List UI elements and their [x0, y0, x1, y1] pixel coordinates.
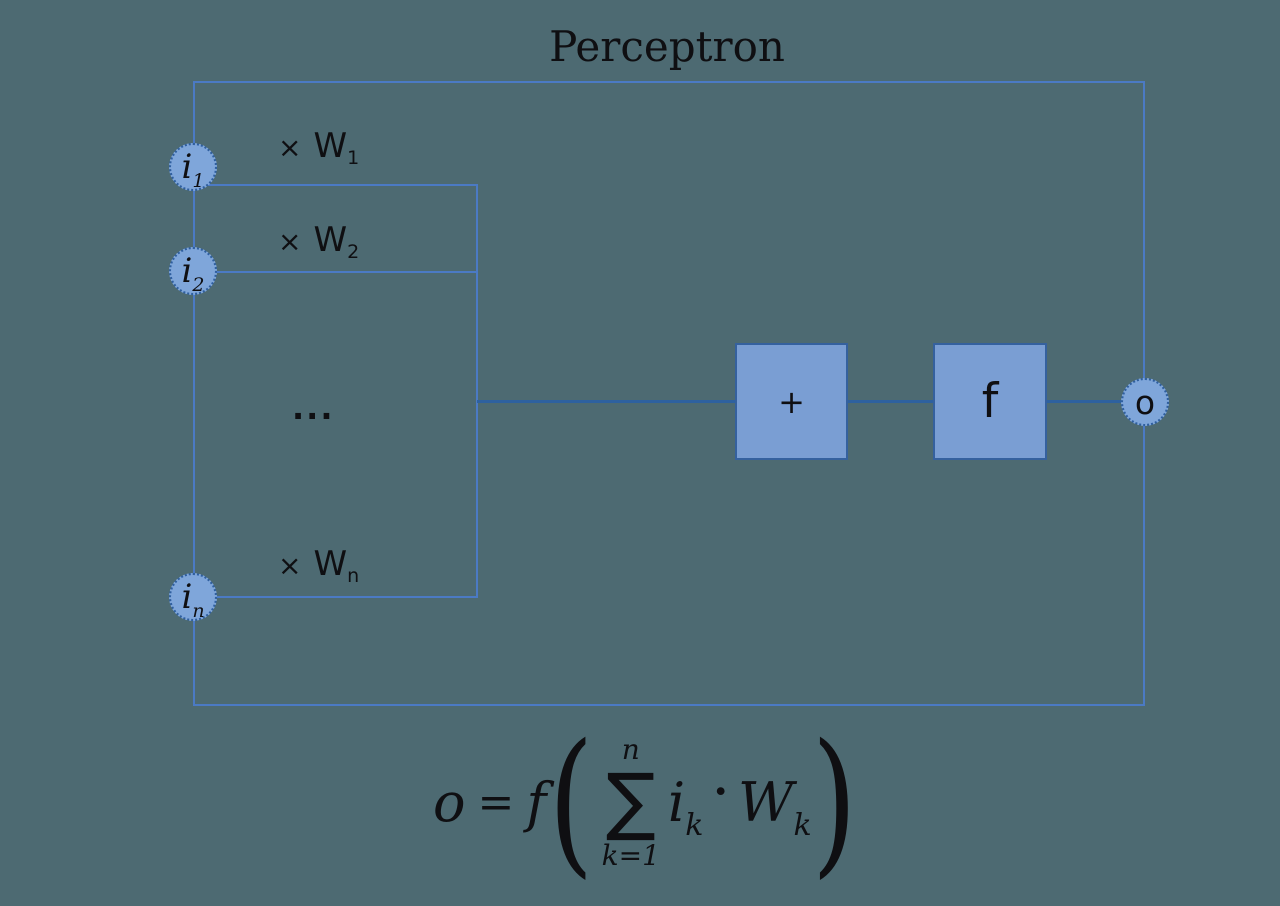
input-subscript: n [192, 600, 205, 622]
input-bus-line [476, 184, 478, 598]
formula-dot-operator: · [713, 766, 729, 816]
output-node: o [1121, 378, 1169, 426]
bus-to-sum-line [477, 400, 735, 403]
formula-equals: = [477, 777, 515, 828]
formula-input-subscript: k [685, 808, 704, 843]
weight-subscript: n [347, 565, 360, 587]
ellipsis-label: ... [292, 389, 335, 427]
weight-subscript: 1 [347, 147, 360, 169]
formula-weight-subscript: k [793, 808, 812, 843]
input-n-line [193, 596, 478, 598]
input-symbol: i [181, 577, 193, 617]
multiply-sign: × [278, 225, 302, 258]
input-2-line [193, 271, 478, 273]
formula-lhs: o [433, 771, 466, 834]
multiply-sign: × [278, 131, 302, 164]
formula-weight-symbol: W [738, 771, 794, 834]
formula-function: f [526, 771, 547, 834]
diagram-title: Perceptron [549, 22, 785, 71]
weight-subscript: 2 [347, 241, 360, 263]
input-symbol: i [181, 251, 193, 291]
input-subscript: 2 [192, 274, 205, 296]
input-symbol: i [181, 147, 193, 187]
formula-open-paren: ( [548, 711, 594, 894]
sum-block-label: + [778, 382, 805, 421]
formula-close-paren: ) [811, 711, 857, 894]
activation-block: f [933, 343, 1047, 460]
input-1-line [193, 184, 478, 186]
weight-symbol: W [313, 126, 348, 166]
summation-lower-limit: k=1 [601, 838, 660, 872]
summation: n ∑ k=1 [602, 736, 660, 869]
activation-block-label: f [981, 374, 999, 429]
sum-block: + [735, 343, 848, 460]
sum-to-activation-line [848, 400, 933, 403]
output-node-label: o [1134, 382, 1156, 422]
multiply-sign: × [278, 549, 302, 582]
summation-sigma-symbol: ∑ [605, 758, 656, 845]
summation-upper-limit: n [621, 733, 640, 767]
weight-symbol: W [313, 220, 348, 260]
activation-to-output-line [1047, 400, 1123, 403]
formula-input-symbol: i [667, 771, 686, 834]
input-subscript: 1 [192, 170, 205, 192]
weight-symbol: W [313, 544, 348, 584]
